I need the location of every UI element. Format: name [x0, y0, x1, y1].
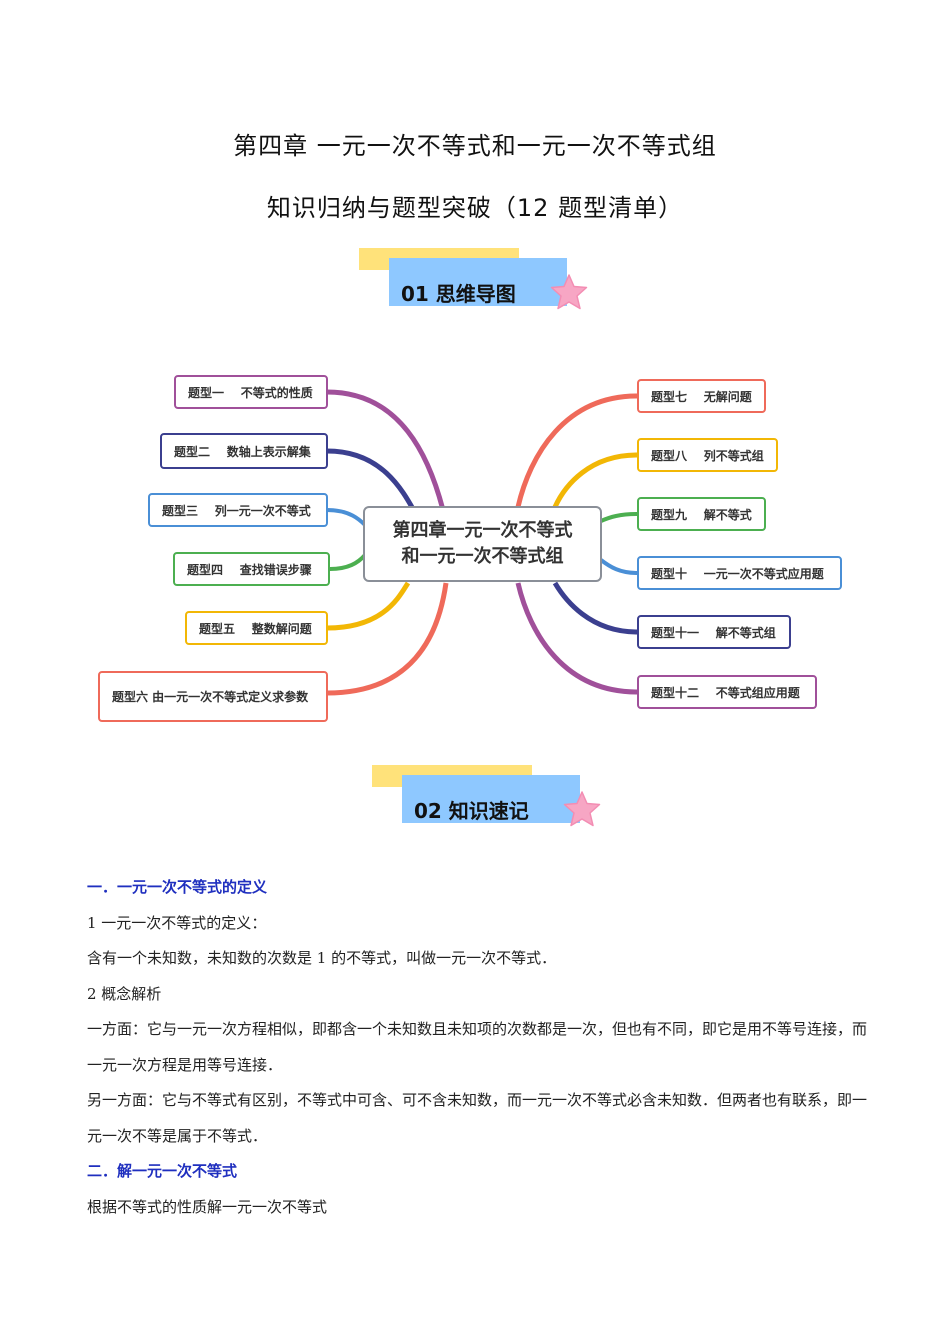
document-title: 第四章 一元一次不等式和一元一次不等式组 — [233, 132, 717, 160]
heading-solving: 二．解一元一次不等式 — [87, 1162, 238, 1180]
center-node-line1: 第四章一元一次不等式 — [392, 520, 573, 541]
document-subtitle: 知识归纳与题型突破（12 题型清单） — [266, 194, 684, 222]
paragraph: 1 一元一次不等式的定义： — [87, 913, 267, 932]
paragraph: 含有一个未知数，未知数的次数是 1 的不等式，叫做一元一次不等式． — [87, 949, 557, 967]
section-banner-mindmap: 01 思维导图 — [359, 248, 599, 328]
section-banner-notes: 02 知识速记 — [372, 765, 612, 845]
star-icon — [550, 274, 588, 310]
mindmap-node-type4: 题型四 查找错误步骤 — [173, 552, 330, 586]
mindmap-node-type2: 题型二 数轴上表示解集 — [160, 433, 328, 469]
mindmap-node-type9: 题型九 解不等式 — [637, 497, 766, 531]
mindmap-node-type12: 题型十二 不等式组应用题 — [637, 675, 817, 709]
paragraph: 另一方面：它与不等式有区别，不等式中可含、可不含未知数，而一元一次不等式必含未知… — [87, 1091, 868, 1145]
banner-blue-block — [389, 258, 567, 306]
mindmap-node-type5: 题型五 整数解问题 — [185, 611, 328, 645]
banner-blue-block — [402, 775, 580, 823]
heading-definition: 一．一元一次不等式的定义 — [87, 878, 268, 896]
section-title-notes: 02 知识速记 — [414, 799, 529, 823]
center-node-line2: 和一元一次不等式组 — [401, 546, 564, 567]
mindmap-node-type8: 题型八 列不等式组 — [637, 438, 778, 472]
paragraph: 一方面：它与一元一次方程相似，即都含一个未知数且未知项的次数都是一次，但也有不同… — [87, 1020, 868, 1074]
mind-map-branches — [326, 389, 638, 696]
paragraph: 根据不等式的性质解一元一次不等式 — [87, 1197, 328, 1216]
mindmap-center-node: 第四章一元一次不等式 和一元一次不等式组 — [363, 506, 602, 582]
knowledge-notes: 一．一元一次不等式的定义 1 一元一次不等式的定义： 含有一个未知数，未知数的次… — [87, 870, 867, 1225]
mindmap-node-type11: 题型十一 解不等式组 — [637, 615, 791, 649]
section-title-mindmap: 01 思维导图 — [401, 282, 516, 306]
paragraph: 2 概念解析 — [87, 984, 162, 1003]
mindmap-node-type7: 题型七 无解问题 — [637, 379, 766, 413]
mindmap-node-type1: 题型一 不等式的性质 — [174, 375, 328, 409]
mindmap-node-type6: 题型六 由一元一次不等式定义求参数 — [98, 671, 328, 722]
mind-map: 题型一 不等式的性质 题型二 数轴上表示解集 题型三 列一元一次不等式 题型四 … — [0, 355, 950, 735]
star-icon — [563, 791, 601, 827]
mindmap-node-type3: 题型三 列一元一次不等式 — [148, 493, 328, 527]
mindmap-node-type10: 题型十 一元一次不等式应用题 — [637, 556, 842, 590]
